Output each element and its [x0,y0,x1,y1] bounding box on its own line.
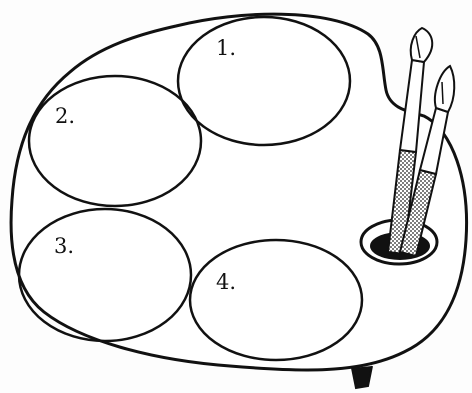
palette-leg [352,366,372,388]
paint-well-1-label: 1. [216,38,236,59]
paint-well-2-label: 2. [55,106,75,127]
paint-well-3-label: 3. [54,236,74,257]
paint-well-4-label: 4. [216,272,236,293]
